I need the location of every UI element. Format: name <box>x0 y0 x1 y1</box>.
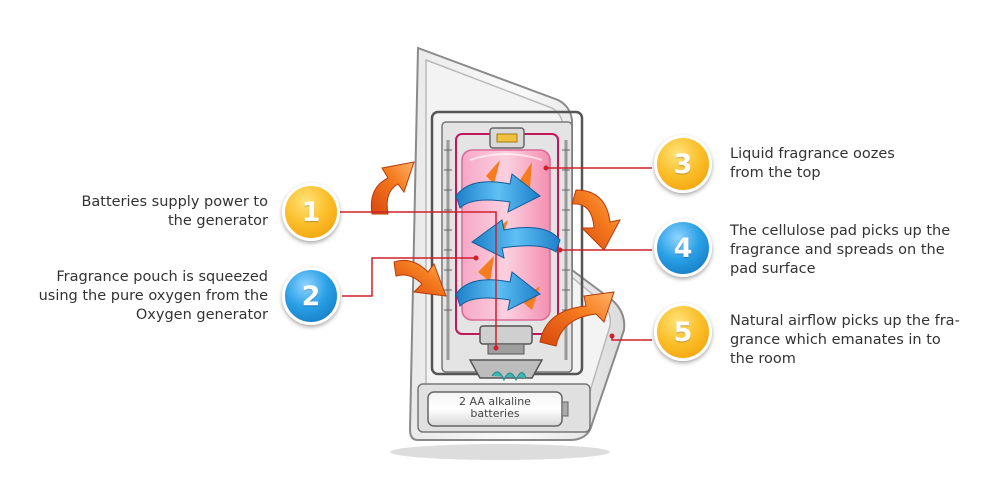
base-shadow <box>390 444 610 460</box>
battery-compartment <box>417 383 591 433</box>
leader-line-2 <box>342 257 476 297</box>
circulation-arrows <box>455 173 561 311</box>
step-4-badge: 4 <box>654 219 712 277</box>
leader-line-1 <box>340 211 497 348</box>
leader-dots <box>473 165 615 351</box>
step-5-badge: 5 <box>654 303 712 361</box>
step-1-text: Batteries supply power to the generator <box>81 194 268 229</box>
step-5-text: Natural airflow picks up the fra- grance… <box>730 313 960 367</box>
step-3-text: Liquid fragrance oozes from the top <box>730 146 895 181</box>
battery-label: 2 AA alkaline batteries <box>459 395 531 420</box>
step-2-badge: 2 <box>282 267 340 325</box>
step-1-badge: 1 <box>282 183 340 241</box>
oxygen-generator <box>468 325 544 382</box>
airflow-arrows <box>370 161 621 347</box>
step-2-text: Fragrance pouch is squeezed using the pu… <box>38 269 268 323</box>
step-3-badge: 3 <box>654 135 712 193</box>
step-4-text: The cellulose pad picks up the fragrance… <box>730 223 951 277</box>
fragrance-outlet <box>489 127 525 149</box>
